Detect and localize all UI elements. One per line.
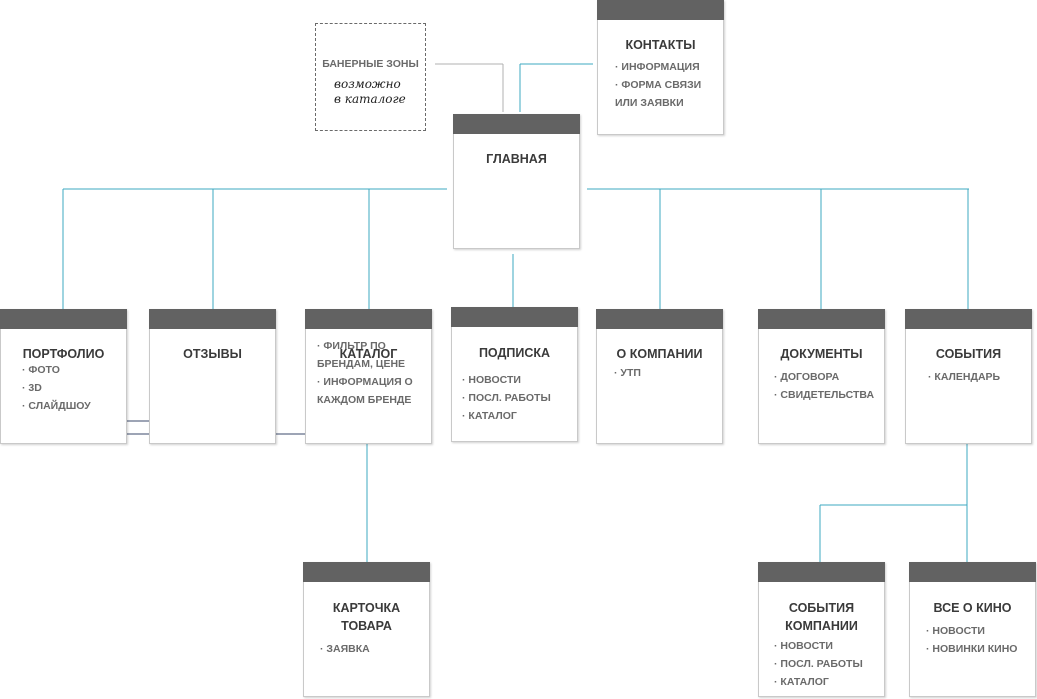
- reviews-box: ОТЗЫВЫ: [149, 309, 276, 444]
- documents-box: ДОКУМЕНТЫ · ДОГОВОРА · СВИДЕТЕЛЬСТВА: [758, 309, 885, 444]
- box-items: · ДОГОВОРА · СВИДЕТЕЛЬСТВА: [774, 368, 874, 404]
- contacts-box: КОНТАКТЫ · ИНФОРМАЦИЯ · ФОРМА СВЯЗИ ИЛИ …: [597, 0, 724, 135]
- box-items: · ФОТО · 3D · СЛАЙДШОУ: [22, 361, 91, 415]
- list-item: · ПОСЛ. РАБОТЫ: [774, 658, 863, 670]
- banner-connector: [435, 63, 504, 112]
- banner-title: БАНЕРНЫЕ ЗОНЫ: [322, 58, 419, 70]
- box-title: КАРТОЧКА ТОВАРА: [304, 599, 429, 635]
- list-item: · СЛАЙДШОУ: [22, 400, 91, 412]
- box-header-bar: [149, 309, 276, 329]
- box-title: КОНТАКТЫ: [625, 38, 696, 52]
- box-title: ГЛАВНАЯ: [486, 152, 547, 166]
- box-items: · ИНФОРМАЦИЯ · ФОРМА СВЯЗИ ИЛИ ЗАЯВКИ: [615, 58, 701, 112]
- box-header-bar: [909, 562, 1036, 582]
- box-header-bar: [305, 309, 432, 329]
- subscribe-box: ПОДПИСКА · НОВОСТИ · ПОСЛ. РАБОТЫ · КАТА…: [451, 307, 578, 442]
- box-title: ОТЗЫВЫ: [183, 347, 242, 361]
- list-item: · КАТАЛОГ: [774, 676, 829, 688]
- list-item: · ИНФОРМАЦИЯ О: [317, 376, 413, 388]
- list-item: ИЛИ ЗАЯВКИ: [615, 97, 684, 109]
- box-items: · НОВОСТИ · НОВИНКИ КИНО: [926, 622, 1017, 658]
- portfolio-box: ПОРТФОЛИО · ФОТО · 3D · СЛАЙДШОУ: [0, 309, 127, 444]
- list-item: · ФОРМА СВЯЗИ: [615, 79, 702, 91]
- box-title: ПОДПИСКА: [478, 346, 551, 360]
- events-box: СОБЫТИЯ · КАЛЕНДАРЬ: [905, 309, 1032, 444]
- list-item: · НОВИНКИ КИНО: [926, 643, 1018, 655]
- note-line: в каталоге: [334, 92, 406, 106]
- list-item: · НОВОСТИ: [926, 625, 985, 637]
- box-title: КАТАЛОГ: [339, 347, 398, 361]
- box-title: О КОМПАНИИ: [616, 347, 703, 361]
- about-company-box: О КОМПАНИИ · УТП: [596, 309, 723, 444]
- list-item: · КАТАЛОГ: [462, 410, 517, 422]
- box-header-bar: [303, 562, 430, 582]
- box-items: · УТП: [614, 364, 641, 382]
- product-card-box: КАРТОЧКА ТОВАРА · ЗАЯВКА: [303, 562, 430, 697]
- list-item: · НОВОСТИ: [774, 640, 833, 652]
- box-title: ВСЕ О КИНО: [933, 601, 1012, 615]
- list-item: · ЗАЯВКА: [320, 643, 370, 655]
- list-item: · НОВОСТИ: [462, 374, 521, 386]
- main-box: ГЛАВНАЯ: [453, 114, 580, 249]
- box-header-bar: [758, 309, 885, 329]
- title-line: СОБЫТИЯ: [788, 601, 855, 615]
- title-line: КОМПАНИИ: [785, 619, 858, 633]
- box-items: · КАЛЕНДАРЬ: [928, 368, 1000, 386]
- company-events-box: СОБЫТИЯ КОМПАНИИ · НОВОСТИ · ПОСЛ. РАБОТ…: [758, 562, 885, 697]
- box-items: · НОВОСТИ · ПОСЛ. РАБОТЫ · КАТАЛОГ: [774, 637, 863, 691]
- list-item: · СВИДЕТЕЛЬСТВА: [774, 389, 875, 401]
- box-title: ДОКУМЕНТЫ: [780, 347, 863, 361]
- box-items: · НОВОСТИ · ПОСЛ. РАБОТЫ · КАТАЛОГ: [462, 371, 551, 425]
- list-item: · ФИЛЬТР ПО: [317, 340, 386, 352]
- box-title: ПОРТФОЛИО: [22, 347, 105, 361]
- box-items: · ЗАЯВКА: [320, 640, 370, 658]
- list-item: · ДОГОВОРА: [774, 371, 840, 383]
- list-item: · ИНФОРМАЦИЯ: [615, 61, 700, 73]
- box-header-bar: [905, 309, 1032, 329]
- list-item: БРЕНДАМ, ЦЕНЕ: [317, 358, 406, 370]
- box-title: СОБЫТИЯ КОМПАНИИ: [759, 599, 884, 635]
- list-item: · ПОСЛ. РАБОТЫ: [462, 392, 551, 404]
- catalog-box: КАТАЛОГ · ФИЛЬТР ПО БРЕНДАМ, ЦЕНЕ · ИНФО…: [305, 309, 432, 444]
- connector-tree: [62, 63, 969, 562]
- banner-handwritten-note: возможно в каталоге: [334, 77, 414, 107]
- list-item: КАЖДОМ БРЕНДЕ: [317, 394, 412, 406]
- list-item: · ФОТО: [22, 364, 60, 376]
- title-line: КАРТОЧКА: [332, 601, 401, 615]
- all-about-cinema-box: ВСЕ О КИНО · НОВОСТИ · НОВИНКИ КИНО: [909, 562, 1036, 697]
- box-header-bar: [758, 562, 885, 582]
- box-header-bar: [597, 0, 724, 20]
- title-line: ТОВАРА: [341, 619, 392, 633]
- box-header-bar: [453, 114, 580, 134]
- box-title: СОБЫТИЯ: [935, 347, 1002, 361]
- list-item: · УТП: [614, 367, 641, 379]
- box-header-bar: [451, 307, 578, 327]
- list-item: · 3D: [22, 382, 42, 394]
- list-item: · КАЛЕНДАРЬ: [928, 371, 1001, 383]
- banner-zones-box: БАНЕРНЫЕ ЗОНЫ возможно в каталоге: [315, 23, 426, 131]
- box-items: · ФИЛЬТР ПО БРЕНДАМ, ЦЕНЕ · ИНФОРМАЦИЯ О…: [317, 337, 413, 409]
- note-line: возможно: [334, 77, 401, 91]
- box-header-bar: [0, 309, 127, 329]
- box-header-bar: [596, 309, 723, 329]
